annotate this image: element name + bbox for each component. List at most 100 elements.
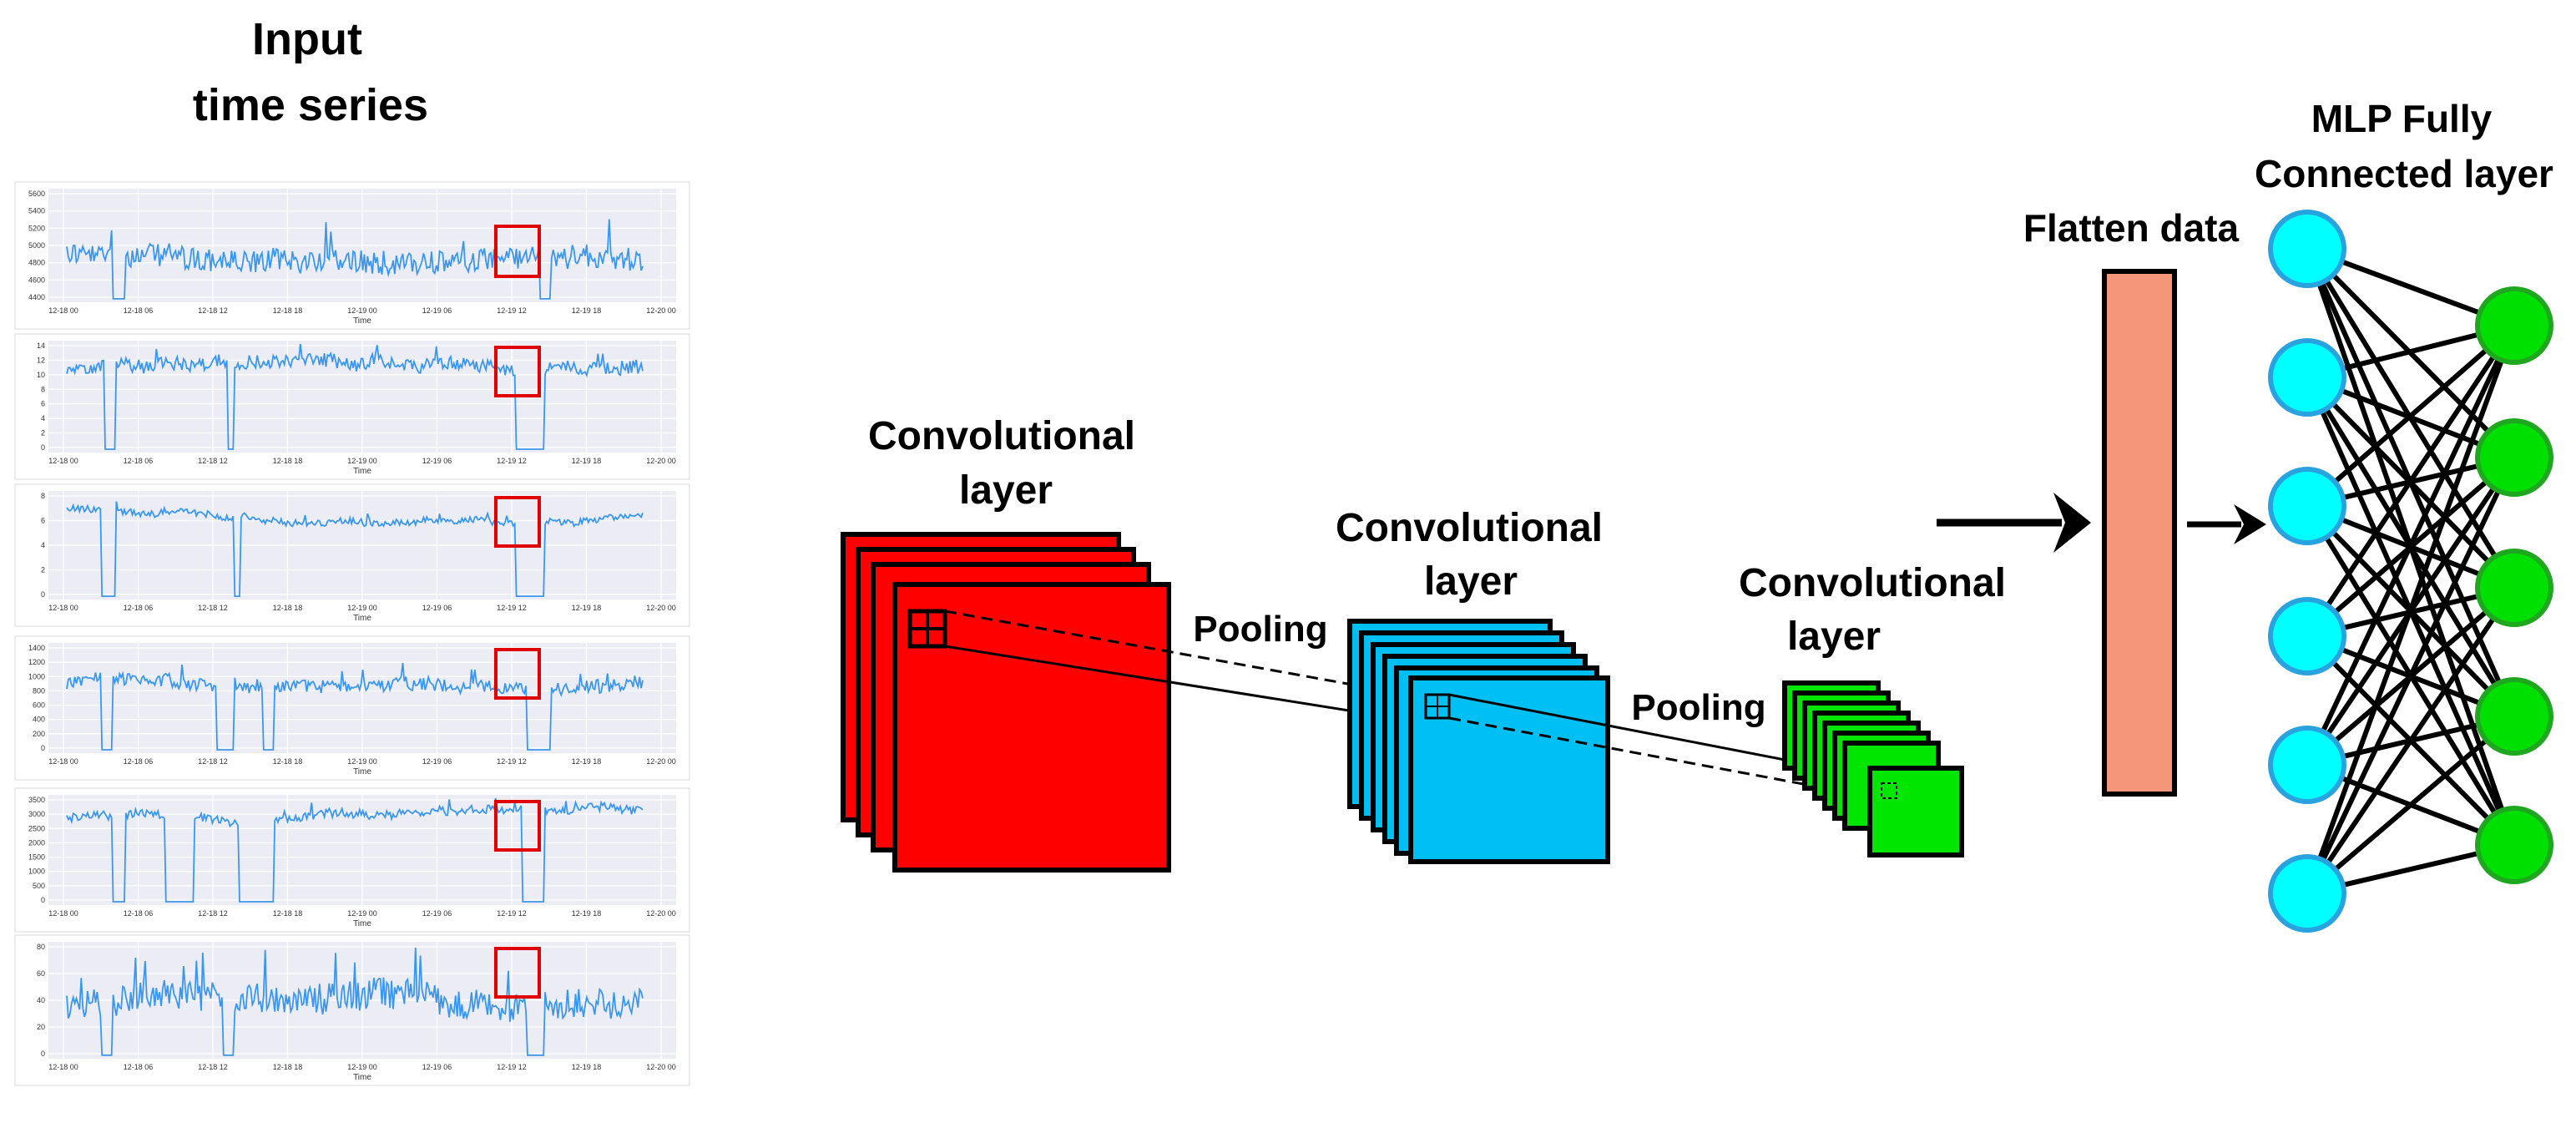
x-tick-label: 12-18 18 — [273, 757, 303, 766]
y-tick-label: 5600 — [28, 190, 45, 198]
conv3-label-line1: Convolutional — [1739, 561, 2006, 605]
conv2-label-line1: Convolutional — [1336, 506, 1603, 550]
x-tick-label: 12-19 06 — [422, 1063, 452, 1071]
mlp-output-node-4 — [2475, 677, 2553, 756]
series-line — [66, 219, 644, 300]
x-tick-label: 12-18 00 — [48, 909, 78, 918]
y-tick-label: 6 — [41, 400, 45, 408]
conv-layer-3-stack — [1782, 680, 1964, 857]
y-tick-label: 6 — [41, 517, 45, 525]
highlight-window — [494, 648, 541, 700]
x-tick-label: 12-19 06 — [422, 604, 452, 612]
conv-layer-1-stack — [841, 532, 1171, 873]
highlight-window — [494, 225, 541, 278]
conv2-feature-map-6 — [1408, 675, 1610, 864]
x-tick-label: 12-18 12 — [198, 604, 228, 612]
x-tick-label: 12-18 12 — [198, 909, 228, 918]
x-axis-label: Time — [353, 919, 371, 928]
x-tick-label: 12-18 06 — [124, 1063, 154, 1071]
x-tick-label: 12-19 00 — [347, 604, 377, 612]
highlight-window — [494, 496, 541, 548]
arrow-to-flatten-icon — [1937, 493, 2091, 553]
conv3-kernel-window — [1881, 782, 1897, 799]
x-tick-label: 12-19 18 — [572, 457, 602, 465]
y-tick-label: 80 — [37, 943, 45, 951]
mlp-nodes — [2268, 210, 2553, 933]
mlp-connection — [2305, 324, 2517, 766]
x-tick-label: 12-18 06 — [124, 306, 154, 315]
x-tick-label: 12-19 06 — [422, 457, 452, 465]
y-tick-label: 2000 — [28, 838, 45, 847]
y-tick-label: 40 — [37, 996, 45, 1004]
y-tick-label: 2500 — [28, 824, 45, 832]
conv3-feature-map-8 — [1867, 766, 1964, 857]
flatten-data-bar — [2102, 269, 2177, 797]
x-tick-label: 12-19 18 — [572, 757, 602, 766]
x-tick-label: 12-19 12 — [497, 1063, 527, 1071]
x-tick-label: 12-18 18 — [273, 604, 303, 612]
input-title-line2: time series — [193, 80, 428, 130]
x-tick-label: 12-20 00 — [646, 604, 676, 612]
mlp-input-node-6 — [2268, 854, 2346, 933]
x-axis-label: Time — [353, 614, 371, 623]
y-tick-label: 60 — [37, 969, 45, 978]
series-line — [66, 947, 644, 1056]
x-tick-label: 12-18 00 — [48, 457, 78, 465]
conv1-label-line1: Convolutional — [868, 414, 1135, 458]
series-line — [66, 501, 644, 597]
mlp-label-line2: Connected layer — [2255, 152, 2553, 195]
y-tick-label: 8 — [41, 385, 45, 393]
x-axis-label: Time — [353, 316, 371, 326]
x-tick-label: 12-18 12 — [198, 306, 228, 315]
mlp-input-node-2 — [2268, 338, 2346, 417]
y-tick-label: 8 — [41, 492, 45, 500]
y-tick-label: 5200 — [28, 224, 45, 232]
x-tick-label: 12-20 00 — [646, 757, 676, 766]
x-tick-label: 12-18 12 — [198, 757, 228, 766]
x-tick-label: 12-18 06 — [124, 604, 154, 612]
x-tick-label: 12-18 18 — [273, 306, 303, 315]
mlp-input-node-1 — [2268, 210, 2346, 288]
y-tick-label: 2 — [41, 429, 45, 438]
x-tick-label: 12-19 18 — [572, 306, 602, 315]
x-tick-label: 12-19 18 — [572, 604, 602, 612]
series-line — [66, 797, 644, 903]
pooling-label-2: Pooling — [1631, 687, 1765, 728]
x-tick-label: 12-19 06 — [422, 757, 452, 766]
y-tick-label: 4 — [41, 414, 45, 422]
y-tick-label: 3500 — [28, 796, 45, 804]
y-tick-label: 0 — [41, 590, 45, 599]
conv2-kernel-window — [1424, 693, 1451, 720]
y-tick-label: 1000 — [28, 672, 45, 680]
y-tick-label: 4400 — [28, 293, 45, 301]
y-tick-label: 1500 — [28, 853, 45, 862]
x-tick-label: 12-19 00 — [347, 909, 377, 918]
x-tick-label: 12-18 18 — [273, 909, 303, 918]
y-tick-label: 0 — [41, 744, 45, 752]
x-tick-label: 12-18 06 — [124, 909, 154, 918]
y-tick-label: 600 — [33, 701, 45, 710]
y-tick-label: 14 — [37, 341, 45, 350]
mlp-connection — [2305, 324, 2517, 638]
y-tick-label: 1200 — [28, 658, 45, 666]
x-tick-label: 12-18 18 — [273, 457, 303, 465]
x-tick-label: 12-18 06 — [124, 457, 154, 465]
y-tick-label: 5000 — [28, 241, 45, 250]
y-tick-label: 2 — [41, 566, 45, 574]
mlp-connection — [2305, 456, 2517, 895]
series-line — [66, 662, 644, 751]
x-tick-label: 12-18 00 — [48, 306, 78, 315]
y-tick-label: 1400 — [28, 644, 45, 652]
y-tick-label: 4600 — [28, 276, 45, 284]
y-tick-label: 10 — [37, 371, 45, 379]
arrow-to-mlp-icon — [2187, 504, 2266, 544]
projection-line-1b — [944, 645, 1428, 725]
y-tick-label: 4 — [41, 541, 45, 549]
series-line — [66, 343, 644, 450]
mlp-connection — [2305, 586, 2517, 895]
